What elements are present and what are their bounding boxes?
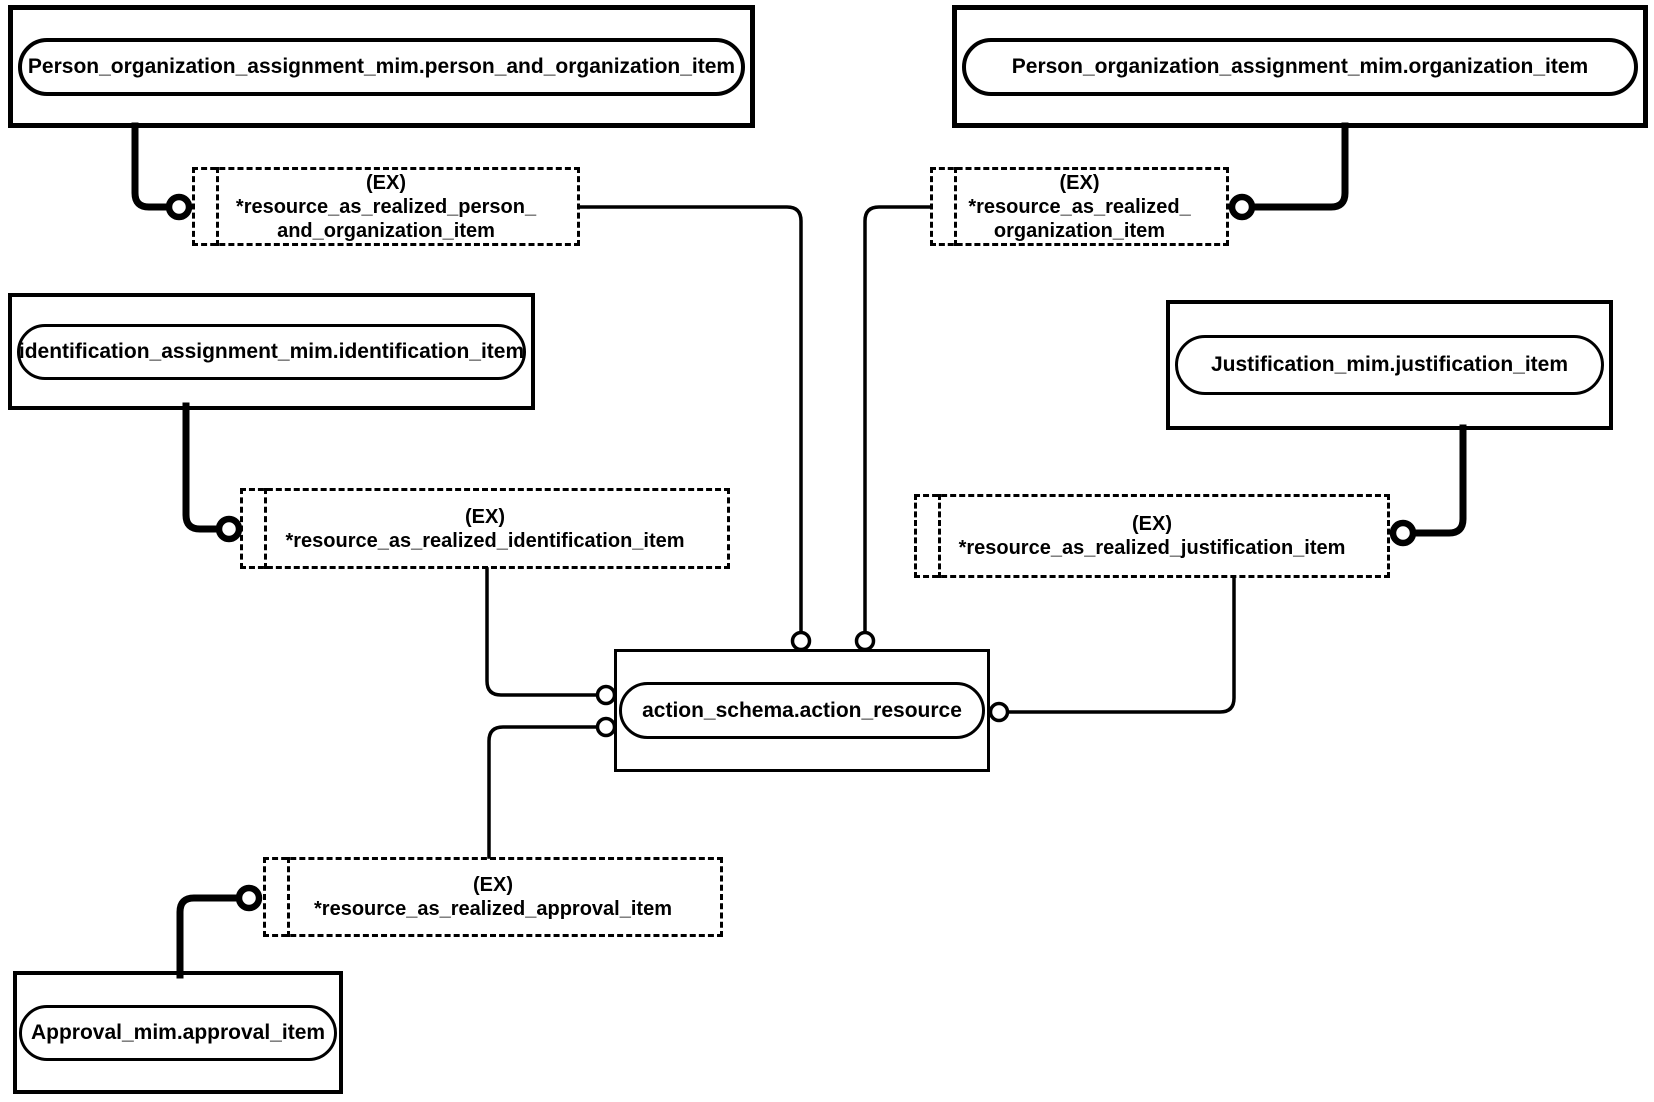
ref-label: *resource_as_realized_person_ [235, 195, 537, 218]
ref-resource-as-realized-person-and-organization-item: (EX) *resource_as_realized_person_ and_o… [192, 167, 580, 246]
entity-stadium: action_schema.action_resource [619, 682, 985, 739]
open-circle-terminator [1228, 193, 1256, 221]
ref-resource-as-realized-approval-item: (EX) *resource_as_realized_approval_item [263, 857, 723, 937]
page-reference-separator [287, 857, 290, 937]
ref-label: *resource_as_realized_ [968, 195, 1191, 218]
ref-resource-as-realized-organization-item: (EX) *resource_as_realized_ organization… [930, 167, 1229, 246]
connector-identification-thick [182, 402, 233, 533]
page-reference-separator [954, 167, 957, 246]
open-circle-terminator [1389, 519, 1417, 547]
connector-person-and-organization-thick [131, 122, 183, 211]
open-circle-terminator [790, 630, 812, 652]
entity-stadium: Approval_mim.approval_item [19, 1004, 337, 1061]
entity-person-and-organization-item: Person_organization_assignment_mim.perso… [8, 5, 755, 128]
ref-label: *resource_as_realized_identification_ite… [285, 529, 685, 552]
ref-resource-as-realized-justification-item: (EX) *resource_as_realized_justification… [914, 494, 1390, 578]
connector-justification-thick [1399, 424, 1467, 537]
entity-label: Justification_mim.justification_item [1210, 353, 1569, 376]
ref-tag: (EX) [366, 171, 406, 194]
open-circle-terminator [988, 701, 1010, 723]
ref-resource-as-realized-identification-item: (EX) *resource_as_realized_identificatio… [240, 488, 730, 569]
ref-tag: (EX) [1132, 513, 1172, 535]
entity-label: Person_organization_assignment_mim.perso… [27, 54, 736, 78]
entity-action-resource: action_schema.action_resource [614, 649, 990, 772]
open-circle-terminator [854, 630, 876, 652]
entity-stadium: Justification_mim.justification_item [1175, 335, 1604, 395]
entity-label: identification_assignment_mim.identifica… [18, 339, 525, 363]
entity-justification-item: Justification_mim.justification_item [1166, 300, 1613, 430]
entity-approval-item: Approval_mim.approval_item [13, 971, 343, 1094]
connector-approval-to-action-resource [487, 725, 608, 859]
connector-organization-thick [1238, 122, 1349, 211]
ref-tag: (EX) [1059, 171, 1100, 194]
ref-label: and_organization_item [277, 219, 495, 242]
entity-stadium: Person_organization_assignment_mim.organ… [962, 37, 1638, 96]
entity-label: action_schema.action_resource [642, 698, 962, 722]
page-reference-separator [938, 494, 941, 578]
connector-identification-to-action-resource [485, 567, 608, 697]
open-circle-terminator [165, 193, 193, 221]
connector-approval-thick [176, 894, 253, 979]
ref-tag: (EX) [473, 874, 513, 896]
open-circle-terminator [595, 684, 617, 706]
ref-label: *resource_as_realized_justification_item [958, 537, 1346, 559]
open-circle-terminator [215, 515, 243, 543]
ref-label: organization_item [993, 219, 1166, 242]
open-circle-terminator [235, 884, 263, 912]
page-reference-separator [264, 488, 267, 569]
page-reference-separator [216, 167, 219, 246]
ref-label: *resource_as_realized_approval_item [314, 898, 672, 920]
entity-organization-item: Person_organization_assignment_mim.organ… [952, 5, 1648, 128]
open-circle-terminator [595, 716, 617, 738]
ref-tag: (EX) [465, 505, 505, 528]
connector-person-and-organization-to-action-resource [578, 205, 803, 643]
entity-stadium: Person_organization_assignment_mim.perso… [18, 37, 745, 96]
entity-stadium: identification_assignment_mim.identifica… [17, 323, 526, 380]
entity-label: Person_organization_assignment_mim.organ… [1011, 54, 1589, 78]
entity-label: Approval_mim.approval_item [30, 1020, 326, 1044]
entity-identification-item: identification_assignment_mim.identifica… [8, 293, 535, 410]
connector-justification-to-action-resource [997, 576, 1236, 714]
